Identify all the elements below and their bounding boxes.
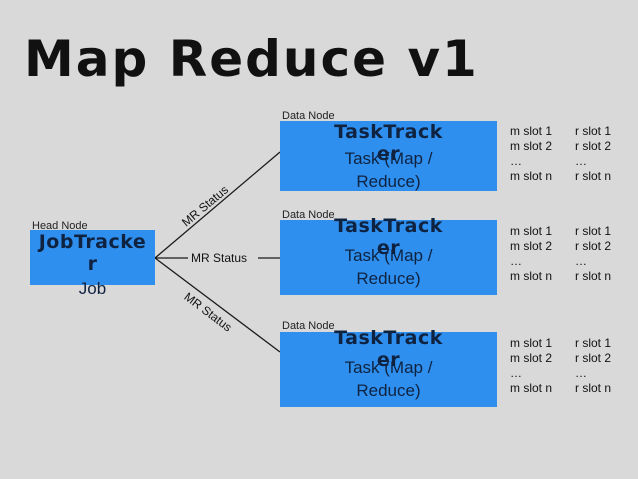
data-node-label: Data Node (282, 209, 335, 221)
slot-row: …… (510, 366, 587, 380)
page-title: Map Reduce v1 (24, 30, 479, 88)
edge-line-bottom (154, 257, 281, 353)
tasktracker-sub: Task (Map / Reduce) (344, 149, 433, 191)
edge-line-top (154, 151, 281, 259)
slot-row: …… (510, 154, 587, 168)
head-node-label: Head Node (32, 220, 88, 232)
tasktracker-title: TaskTrack er (334, 215, 443, 259)
edge-label-middle: MR Status (188, 251, 251, 265)
tasktracker-box: TaskTrack er Task (Map / Reduce) (280, 121, 497, 191)
data-node-label: Data Node (282, 320, 335, 332)
tasktracker-title: TaskTrack er (334, 327, 443, 371)
data-node-label: Data Node (282, 110, 335, 122)
tasktracker-box: TaskTrack er Task (Map / Reduce) (280, 215, 497, 295)
tasktracker-title: TaskTrack er (334, 121, 443, 165)
slot-row: …… (510, 254, 587, 268)
jobtracker-sub: Job (78, 279, 107, 298)
tasktracker-sub: Task (Map / Reduce) (344, 358, 433, 400)
jobtracker-box: JobTracke r Job (30, 230, 155, 298)
tasktracker-sub: Task (Map / Reduce) (344, 246, 433, 288)
jobtracker-title: JobTracke r (38, 231, 147, 275)
tasktracker-box: TaskTrack er Task (Map / Reduce) (280, 327, 497, 407)
